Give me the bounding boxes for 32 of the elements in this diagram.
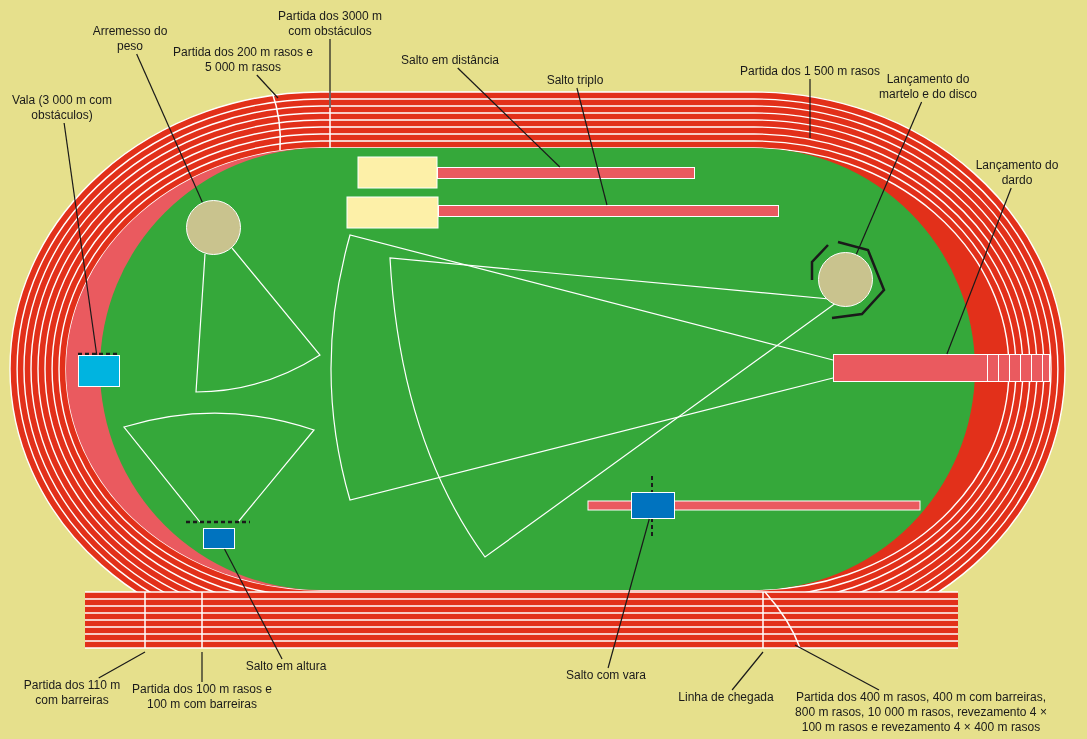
- callout-label: Linha de chegada: [678, 690, 774, 705]
- leader-line: [855, 101, 923, 255]
- callout-label: Salto em altura: [245, 659, 327, 674]
- callout-label: Partida dos 110 m com barreiras: [17, 678, 127, 708]
- leader-line: [809, 78, 811, 139]
- leader-line: [98, 651, 146, 679]
- callout-label: Partida dos 1 500 m rasos: [739, 64, 881, 79]
- leader-line: [946, 187, 1012, 355]
- javelin-runway: [833, 354, 1050, 382]
- leader-line: [731, 651, 764, 691]
- callout-label: Salto com vara: [566, 668, 646, 683]
- callout-label: Lançamento do dardo: [972, 158, 1062, 188]
- runway: [437, 167, 695, 179]
- leader-line: [201, 651, 203, 683]
- water-pit: [78, 355, 120, 387]
- landing-mat: [631, 492, 675, 519]
- callout-label: Partida dos 400 m rasos, 400 m com barreiras, 800 m rasos, 10 000 m rasos, revezamento 4 × 100 m rasos e revezamento 4 × 400 m rasos: [788, 690, 1054, 735]
- leader-line: [607, 518, 650, 669]
- callout-label: Salto em distância: [400, 53, 500, 68]
- leader-line: [136, 53, 203, 203]
- callout-label: Salto triplo: [546, 73, 604, 88]
- callout-label: Partida dos 100 m rasos e 100 m com barreiras: [127, 682, 277, 712]
- leader-line: [329, 38, 331, 109]
- leader-line: [63, 122, 98, 356]
- leader-line: [794, 644, 880, 691]
- leader-line: [256, 74, 279, 99]
- leader-line: [457, 67, 561, 168]
- landing-mat: [203, 528, 235, 549]
- runway: [438, 205, 779, 217]
- callout-label: Partida dos 3000 m com obstáculos: [265, 9, 395, 39]
- leader-line: [223, 548, 283, 660]
- callout-label: Vala (3 000 m com obstáculos): [6, 93, 118, 123]
